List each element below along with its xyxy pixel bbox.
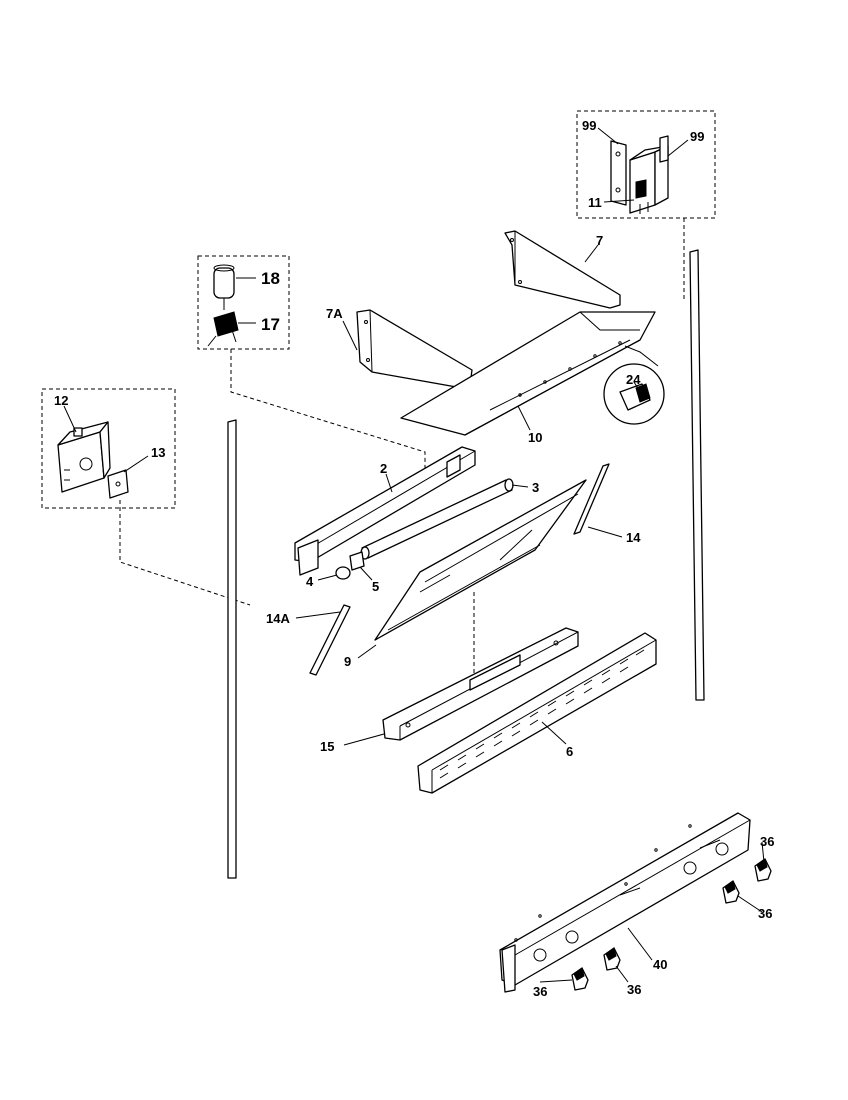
callout-40: 40	[653, 957, 667, 972]
bracket-7	[504, 230, 621, 309]
callout-18: 18	[261, 269, 280, 288]
callout-10: 10	[528, 430, 542, 445]
glass-panel-9	[374, 479, 587, 641]
rocker-switch-24	[603, 345, 665, 425]
callout-99-left: 99	[582, 118, 596, 133]
callout-3: 3	[532, 480, 539, 495]
bracket-13	[107, 469, 129, 499]
callout-7A: 7A	[326, 306, 343, 321]
tube-3	[360, 478, 514, 560]
callout-labels: 99 99 11 7 18 17 7A 24 10 12 13 2 3 4 5 …	[54, 118, 774, 999]
thermostat-12	[57, 421, 111, 493]
callout-36-right-lower: 36	[758, 906, 772, 921]
callout-14: 14	[626, 530, 641, 545]
callout-12: 12	[54, 393, 68, 408]
lamp-part-5	[349, 551, 365, 571]
callout-2: 2	[380, 461, 387, 476]
callout-13: 13	[151, 445, 165, 460]
support-14A	[309, 604, 351, 676]
callout-11: 11	[588, 195, 602, 210]
callout-15: 15	[320, 739, 334, 754]
top-panel-10	[400, 311, 656, 436]
indicator-light	[207, 264, 239, 347]
knob-36-c	[722, 880, 740, 904]
support-14	[573, 463, 610, 535]
detail-box-indicator	[197, 255, 290, 350]
callout-7: 7	[596, 233, 603, 248]
channel-2	[294, 446, 476, 576]
callout-4: 4	[306, 574, 314, 589]
callout-6: 6	[566, 744, 573, 759]
side-rail-right	[689, 249, 705, 701]
knob-36-a	[571, 967, 589, 991]
knob-36-d	[754, 858, 772, 882]
callout-17: 17	[261, 315, 280, 334]
callout-36-right-upper: 36	[760, 834, 774, 849]
control-panel-40	[499, 812, 751, 993]
detail-box-thermostat	[41, 388, 176, 509]
side-rail-left	[227, 419, 237, 879]
knob-36-b	[603, 947, 621, 971]
connector-indicator	[230, 349, 426, 470]
callout-5: 5	[372, 579, 379, 594]
bracket-7A	[356, 309, 473, 389]
lamp-part-4	[335, 566, 351, 580]
callout-99-right: 99	[690, 129, 704, 144]
channel-15	[382, 627, 579, 741]
callout-24: 24	[626, 372, 641, 387]
callout-14A: 14A	[266, 611, 290, 626]
vent-grille-6	[417, 632, 657, 794]
callout-9: 9	[344, 654, 351, 669]
callout-36-bottom-left: 36	[533, 984, 547, 999]
leader-lines	[63, 127, 765, 983]
callout-36-bottom-middle: 36	[627, 982, 641, 997]
detail-box-switch	[576, 110, 716, 219]
switch-assembly	[610, 135, 669, 214]
